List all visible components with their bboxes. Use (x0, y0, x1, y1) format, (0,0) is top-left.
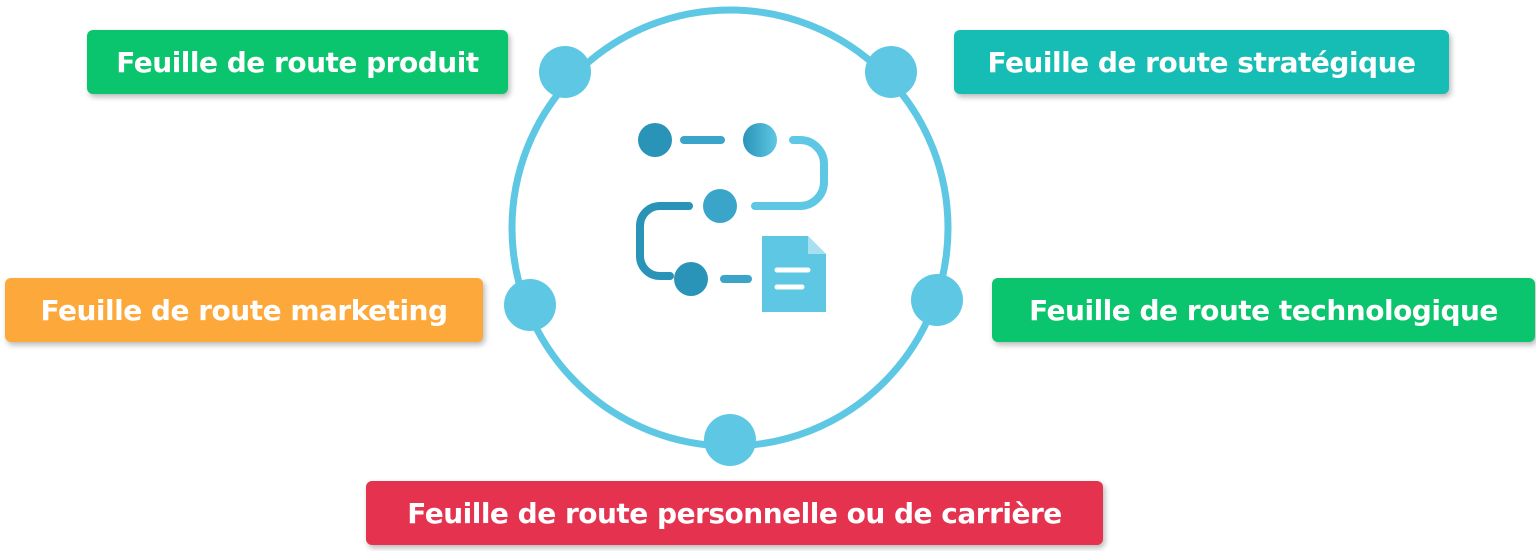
node-right (911, 274, 963, 326)
label-technology-roadmap: Feuille de route technologique (992, 278, 1535, 342)
node-bottom (704, 414, 756, 466)
roadmap-document-icon (636, 123, 828, 312)
label-personal-career-roadmap: Feuille de route personnelle ou de carri… (366, 481, 1103, 545)
node-top-right (865, 46, 917, 98)
label-product-roadmap: Feuille de route produit (87, 30, 508, 94)
label-strategic-roadmap: Feuille de route stratégique (954, 30, 1449, 94)
label-marketing-roadmap: Feuille de route marketing (5, 278, 483, 342)
node-left (504, 279, 556, 331)
node-top-left (539, 46, 591, 98)
